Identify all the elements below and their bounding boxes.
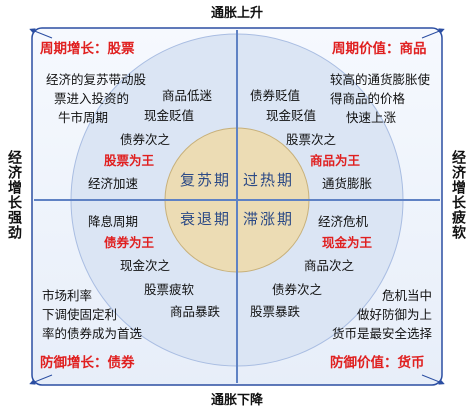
center-phase-overheat: 过热期 bbox=[243, 171, 295, 189]
axis-top-label: 通胀上升 bbox=[210, 6, 263, 21]
quadrant-tr-desc-1: 较高的通货膨胀使 bbox=[330, 72, 431, 87]
quadrant-bl-ring-3: 商品暴跌 bbox=[170, 304, 221, 319]
quadrant-tr-ring-2: 现金贬值 bbox=[266, 108, 317, 123]
quadrant-tr-desc-2: 得商品的价格 bbox=[330, 91, 406, 106]
axis-left-label: 经济增长强劲 bbox=[6, 150, 22, 240]
quadrant-bl-desc-2: 下调使固定利 bbox=[42, 307, 118, 322]
quadrant-bl-desc-3: 率的债券成为首选 bbox=[42, 326, 143, 341]
center-phase-recession: 衰退期 bbox=[180, 210, 232, 228]
center-phase-recovery: 复苏期 bbox=[180, 171, 232, 189]
quadrant-br-desc-1: 危机当中 bbox=[381, 288, 432, 303]
arrow-bottom-right bbox=[421, 374, 445, 385]
quadrant-br-ring-2: 债券次之 bbox=[272, 282, 323, 297]
axis-bottom-label: 通胀下降 bbox=[210, 393, 263, 408]
quadrant-br-phase: 经济危机 bbox=[318, 214, 369, 229]
quadrant-tl-desc-3: 牛市周期 bbox=[58, 110, 109, 125]
quadrant-br-title: 防御价值：货币 bbox=[330, 355, 425, 371]
quadrant-tl-title: 周期增长：股票 bbox=[40, 41, 135, 57]
quadrant-tr-phase: 通货膨胀 bbox=[322, 176, 373, 191]
quadrant-br-desc-3: 货币是最安全选择 bbox=[331, 326, 432, 341]
quadrant-tr-ring-1: 债券贬值 bbox=[250, 88, 301, 103]
arrow-top-left bbox=[29, 28, 53, 39]
quadrant-br-ring-1: 商品次之 bbox=[304, 258, 355, 273]
arrow-top-right bbox=[421, 28, 445, 39]
quadrant-tl-desc-2: 票进入投资的 bbox=[54, 91, 130, 106]
quadrant-tr-king: 商品为王 bbox=[310, 153, 361, 168]
quadrant-bl-title: 防御增长：债券 bbox=[40, 355, 135, 371]
quadrant-tr-title: 周期价值：商品 bbox=[332, 41, 427, 57]
quadrant-tr-desc-3: 快速上涨 bbox=[346, 110, 397, 125]
quadrant-br-desc-2: 做好防御为上 bbox=[356, 307, 432, 322]
quadrant-tl-ring-3: 债券次之 bbox=[120, 132, 171, 147]
quadrant-bl-phase: 降息周期 bbox=[88, 214, 139, 229]
quadrant-tl-ring-2: 现金贬值 bbox=[144, 108, 195, 123]
quadrant-bl-desc-1: 市场利率 bbox=[42, 288, 93, 303]
quadrant-tl-ring-1: 商品低迷 bbox=[162, 88, 213, 103]
quadrant-bl-ring-2: 股票疲软 bbox=[144, 282, 195, 297]
center-phase-stagflation: 滞涨期 bbox=[243, 210, 295, 228]
quadrant-br-ring-3: 股票暴跌 bbox=[250, 304, 301, 319]
quadrant-br-king: 现金为王 bbox=[322, 235, 373, 250]
quadrant-tl-desc-1: 经济的复苏带动股 bbox=[46, 72, 147, 87]
quadrant-tr-ring-3: 股票次之 bbox=[286, 132, 337, 147]
quadrant-bl-ring-1: 现金次之 bbox=[120, 258, 171, 273]
quadrant-tl-king: 股票为王 bbox=[104, 153, 155, 168]
axis-right-label: 经济增长疲软 bbox=[450, 150, 466, 240]
quadrant-bl-king: 债券为王 bbox=[104, 235, 155, 250]
quadrant-tl-phase: 经济加速 bbox=[88, 176, 139, 191]
arrow-bottom-left bbox=[29, 374, 53, 385]
